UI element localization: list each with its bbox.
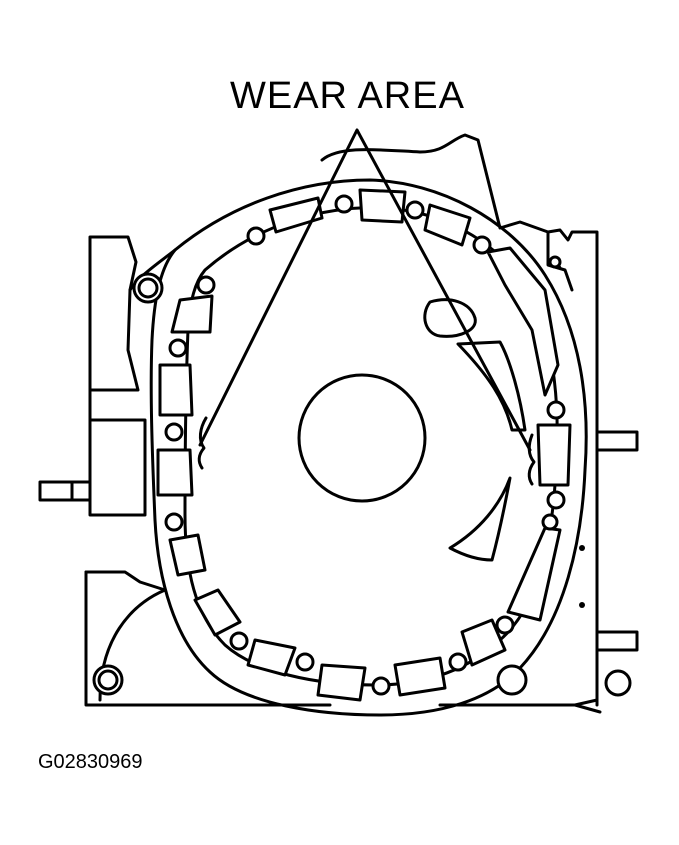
upper-port — [456, 340, 527, 432]
wear-area-label: WEAR AREA — [230, 75, 465, 117]
wear-area-callout — [197, 128, 536, 486]
wear-mark-left — [197, 416, 208, 470]
pin-dot — [579, 545, 585, 551]
right-stub — [595, 430, 639, 452]
center-shaft-bore — [297, 373, 427, 503]
figure-id-label: G02830969 — [38, 751, 143, 773]
pin-dot — [579, 602, 585, 608]
wear-mark-right — [527, 433, 536, 486]
inner-features — [297, 298, 527, 562]
left-stub — [38, 480, 92, 502]
bolt-holes — [92, 194, 632, 697]
right-stub-lower — [595, 630, 639, 652]
water-jacket-slots — [156, 188, 572, 702]
callout-leader-lines — [198, 128, 532, 452]
left-boss — [88, 418, 147, 517]
crescent-port — [448, 476, 512, 562]
